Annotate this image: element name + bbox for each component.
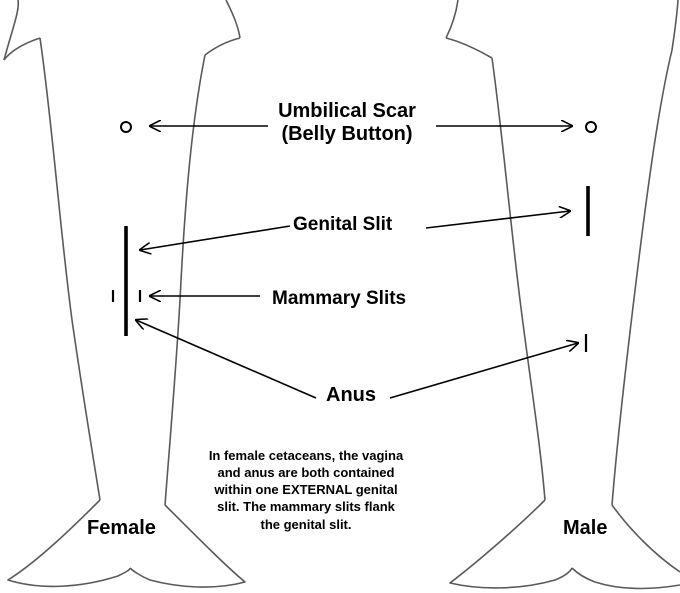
male-label: Male: [563, 517, 607, 540]
arrow-genital-male: [426, 211, 570, 228]
umbilical-scar-label: Umbilical Scar (Belly Button): [262, 100, 432, 146]
note-line: and anus are both contained: [200, 464, 412, 481]
arrow-anus-male: [390, 343, 578, 398]
leader-arrows: [136, 126, 578, 398]
genital-slit-label: Genital Slit: [293, 214, 392, 236]
female-umbilical-scar: [121, 122, 131, 132]
umbilical-scar-label-line2: (Belly Button): [281, 123, 412, 145]
female-label: Female: [87, 517, 156, 540]
note-line: the genital slit.: [200, 516, 412, 533]
note-line: In female cetaceans, the vagina: [200, 447, 412, 464]
male-features: [586, 122, 596, 352]
male-body-outline: [446, 0, 680, 588]
note-line: within one EXTERNAL genital: [200, 481, 412, 498]
arrow-anus-female: [136, 320, 316, 398]
anus-label: Anus: [326, 384, 376, 407]
male-umbilical-scar: [586, 122, 596, 132]
arrow-genital-female: [140, 226, 290, 250]
mammary-slits-label: Mammary Slits: [272, 288, 406, 310]
female-features: [113, 122, 140, 336]
explanatory-note: In female cetaceans, the vagina and anus…: [200, 447, 412, 533]
note-line: slit. The mammary slits flank: [200, 498, 412, 515]
umbilical-scar-label-line1: Umbilical Scar: [278, 100, 416, 122]
